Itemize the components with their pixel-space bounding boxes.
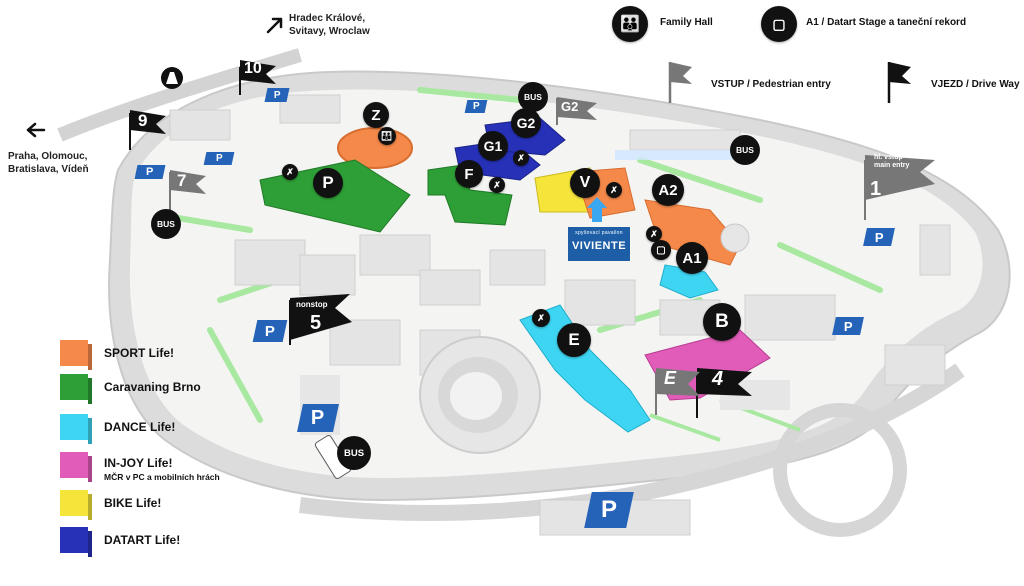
pedestrian-flag-icon [668,62,692,103]
restaurant-icon: ✗ [532,309,550,327]
arrow-up-icon [587,197,607,222]
direction-west-text: Praha, Olomouc, Bratislava, Vídeň [8,151,89,175]
legend-item-sport: SPORT Life! [60,340,174,366]
gate-5-flag [289,294,352,345]
legend-label-sub: MČR v PC a mobilních hrách [104,472,220,482]
hall-p-marker: P [313,168,343,198]
legend-label: BIKE Life! [104,496,162,510]
parking-sign: P [863,228,895,246]
hall-e-marker: E [557,323,591,357]
gate-e-flag [655,368,700,415]
hall-a2-marker: A2 [652,174,684,206]
stage-icon: ▢ [761,6,797,42]
viviente-sign: spyšovací pavailon VIVIENTE [568,227,630,261]
hall-e-shape [519,304,651,433]
main-entry-label: hl. vstup main entry [874,154,910,169]
bus-stop-icon: BUS [151,209,181,239]
hall-z-marker: Z [363,102,389,128]
gate-1-label: 1 [870,178,882,200]
legend-swatch [60,452,88,478]
gate-5-label: 5 [310,312,322,334]
legend-label: IN-JOY Life! MČR v PC a mobilních hrách [104,456,220,482]
family-hall-label: Family Hall [660,17,713,28]
hall-a1-marker: A1 [676,242,708,274]
stage-label: A1 / Datart Stage a taneční rekord [806,17,967,28]
legend-label: DANCE Life! [104,420,176,434]
parking-sign: P [252,320,288,342]
legend-swatch [60,490,88,516]
legend-item-caravaning: Caravaning Brno [60,374,201,400]
legend-item-datart: DATART Life! [60,527,180,553]
stage-map-icon: ▢ [651,240,671,260]
arrow-west-icon [26,122,46,138]
family-hall-icon: 👪 [612,6,648,42]
driveway-label: VJEZD / Drive Way [931,79,1020,90]
bus-stop-icon: BUS [337,436,371,470]
restaurant-icon: ✗ [282,164,298,180]
gate-g2-label: G2 [561,99,579,114]
bus-stop-icon: BUS [730,135,760,165]
gate-9-label: 9 [138,111,148,130]
parking-sign: P [134,165,166,179]
gate-1-flag [864,155,935,220]
parking-sign: P [832,317,864,335]
driveway-flag-icon [887,62,911,103]
hall-v-marker: V [570,168,600,198]
parking-sign: P [297,404,339,432]
hall-g1-marker: G1 [478,131,508,161]
legend-label: Caravaning Brno [104,380,201,394]
legend-item-bike: BIKE Life! [60,490,161,516]
bus-stop-icon: BUS [518,82,548,112]
legend-swatch [60,527,88,553]
gate-4-flag [696,368,752,418]
arrow-north-east-icon [266,17,283,34]
parking-sign: P [464,100,488,113]
gate-7-flag [169,170,206,210]
restaurant-icon: ✗ [606,182,622,198]
nonstop-label: nonstop [296,300,328,309]
viviente-name: VIVIENTE [571,240,627,252]
gate-e-label: E [664,368,677,388]
parking-sign: P [203,152,235,165]
legend-swatch [60,340,88,366]
parking-sign: P [584,492,634,528]
gate-10-label: 10 [244,60,262,77]
gate-4-label: 4 [712,368,724,390]
restaurant-icon: ✗ [646,226,662,242]
legend-swatch [60,414,88,440]
legend-label: SPORT Life! [104,346,175,360]
legend-swatch [60,374,88,400]
pedestrian-label: VSTUP / Pedestrian entry [711,79,831,90]
hall-f-marker: F [455,160,483,188]
hall-b-marker: B [703,303,741,341]
family-hall-map-icon: 👪 [378,127,396,145]
gate-9-flag [129,110,166,150]
direction-north-east-text: Hradec Králové, Svitavy, Wroclaw [289,13,370,37]
gate-g2-flag [556,97,597,125]
hall-g2-marker: G2 [511,108,541,138]
legend-item-injoy: IN-JOY Life! MČR v PC a mobilních hrách [60,452,220,482]
parking-sign: P [264,88,290,102]
gate-7-label: 7 [177,171,187,190]
restaurant-icon: ✗ [489,177,505,193]
legend-label: DATART Life! [104,533,181,547]
viviente-subtitle: spyšovací pavailon [575,230,623,236]
restaurant-icon: ✗ [513,150,529,166]
legend-label-main: IN-JOY Life! [104,456,173,470]
legend-item-dance: DANCE Life! [60,414,175,440]
gate-10-flag [239,60,276,95]
